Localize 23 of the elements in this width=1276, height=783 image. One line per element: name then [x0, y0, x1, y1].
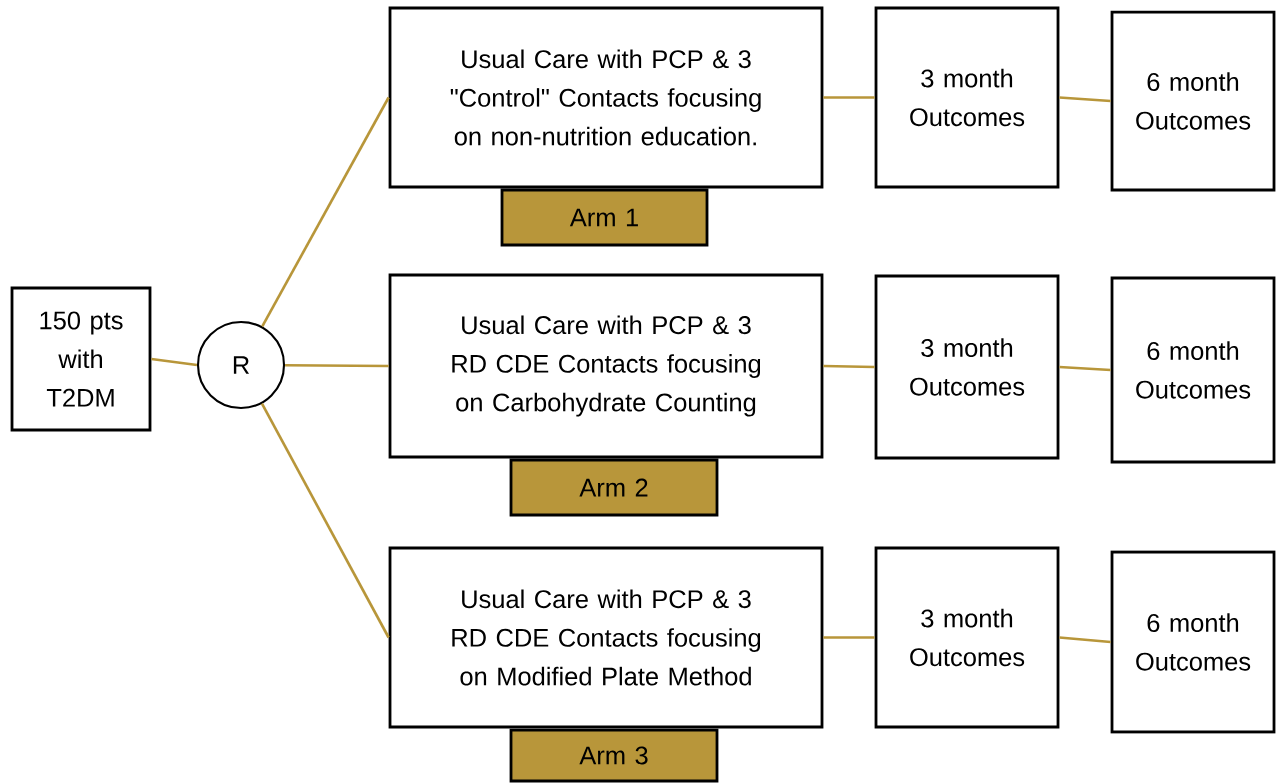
connector-line [1059, 96, 1111, 103]
outcome-box: 3 month Outcomes [874, 274, 1060, 460]
connector-line [1059, 636, 1111, 644]
connector-line [823, 364, 875, 369]
connector-line [1059, 365, 1111, 372]
connector-line [151, 357, 198, 367]
connector-line [260, 403, 390, 639]
outcome-box: 6 month Outcomes [1110, 276, 1276, 464]
outcome-box: 6 month Outcomes [1110, 550, 1276, 734]
connector-line [823, 636, 875, 639]
connector-line [823, 96, 875, 99]
connector-line [261, 96, 390, 328]
connector-line [285, 363, 389, 368]
outcome-box: 6 month Outcomes [1110, 10, 1276, 192]
arm-label: Arm 1 [500, 188, 709, 247]
intervention-box: Usual Care with PCP & 3 RD CDE Contacts focusing on Carbohydrate Counting [388, 273, 824, 459]
outcome-box: 3 month Outcomes [874, 6, 1060, 189]
arm-label: Arm 2 [509, 458, 719, 517]
arm-label: Arm 3 [509, 728, 719, 783]
intervention-box: Usual Care with PCP & 3 RD CDE Contacts focusing on Modified Plate Method [388, 546, 824, 729]
intervention-box: Usual Care with PCP & 3 "Control" Contacts focusing on non-nutrition education. [388, 6, 824, 189]
outcome-box: 3 month Outcomes [874, 546, 1060, 729]
start-box: 150 pts with T2DM [10, 286, 152, 432]
